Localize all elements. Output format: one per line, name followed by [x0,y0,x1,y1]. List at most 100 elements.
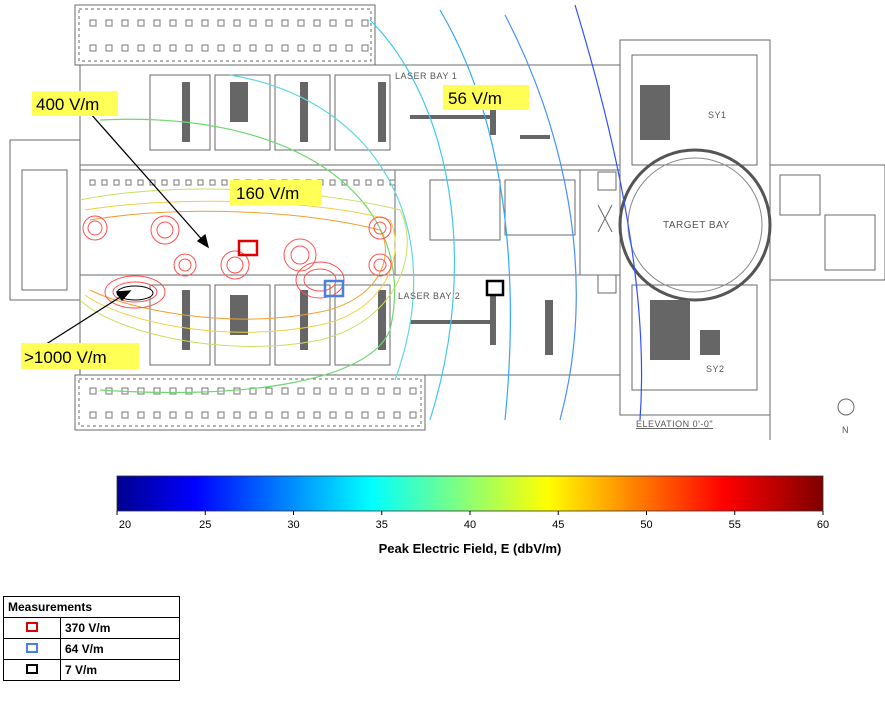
equipment-unit [249,19,257,27]
equipment-unit [153,44,161,52]
equipment-unit [153,19,161,27]
colorbar-tick-label: 50 [640,519,652,531]
equipment-unit [201,19,209,27]
equipment-unit [137,179,144,186]
colorbar-tick-label: 35 [376,519,388,531]
equipment-unit [361,387,369,395]
equipment-unit [313,411,321,419]
equipment-unit [265,44,273,52]
bottom-annex [74,374,426,431]
legend-value-blue: 64 V/m [60,638,180,660]
equipment-unit [89,387,97,395]
equipment-unit [297,19,305,27]
equipment-unit [329,179,336,186]
equipment-unit [169,19,177,27]
legend-value-red: 370 V/m [60,617,180,639]
equipment-unit [345,387,353,395]
equipment-unit [377,411,385,419]
contour-blue-2 [504,14,577,421]
measurement-marker-red [237,239,259,257]
equipment-unit [329,387,337,395]
laser-bay-2-outline [79,169,621,376]
equipment-unit [169,411,177,419]
legend-row-red: 370 V/m [3,617,180,639]
equipment-unit [169,387,177,395]
measurements-legend: Measurements 370 V/m 64 V/m 7 V/m [3,596,180,681]
equipment-unit [353,179,360,186]
equipment-unit [105,44,113,52]
equipment-unit [221,179,228,186]
elevation-label: ELEVATION 0'-0" [636,419,713,429]
equipment-unit [185,411,193,419]
north-label: N [842,425,849,435]
equipment-unit [365,179,372,186]
equipment-unit [393,411,401,419]
callout-56-text: 56 V/m [448,89,502,108]
far-field-contours [99,4,643,421]
equipment-unit [185,19,193,27]
equipment-unit [125,179,132,186]
legend-value-black: 7 V/m [60,659,180,681]
north-arrow-icon [837,398,855,416]
equipment-unit [89,179,96,186]
equipment-unit [201,44,209,52]
measurement-marker-black [485,279,505,297]
equipment-unit [137,44,145,52]
equipment-unit [89,19,97,27]
equipment-unit [173,179,180,186]
contour-green-1 [99,118,396,394]
equipment-unit [201,411,209,419]
equipment-unit [329,19,337,27]
colorbar-tick-label: 55 [729,519,741,531]
callout-1000-text: >1000 V/m [24,348,107,367]
measurement-marker-blue [323,279,345,298]
equipment-unit [281,44,289,52]
colorbar-tick-label: 40 [464,519,476,531]
contour-cyan-2 [369,19,455,421]
equipment-unit [329,44,337,52]
equipment-unit [297,387,305,395]
legend-row-blue: 64 V/m [3,638,180,660]
equipment-unit [341,179,348,186]
equipment-unit [313,44,321,52]
equipment-unit [361,19,369,27]
equipment-unit [101,179,108,186]
target-bay-label: TARGET BAY [663,220,730,231]
equipment-unit [377,179,384,186]
callouts: 400 V/m 56 V/m 160 V/m >1000 V/m [21,85,529,369]
equipment-unit [209,179,216,186]
equipment-unit [233,411,241,419]
equipment-unit [329,411,337,419]
legend-swatch-red [26,622,38,632]
colorbar-tick-label: 30 [287,519,299,531]
equipment-unit [409,387,417,395]
equipment-unit [201,387,209,395]
left-wing [9,139,81,301]
callout-56-bg [443,85,529,110]
colorbar-tick-label: 45 [552,519,564,531]
equipment-unit [153,387,161,395]
target-bay-outline [618,148,772,302]
equipment-unit [121,19,129,27]
equipment-unit [217,411,225,419]
equipment-rows [89,19,417,419]
colorbar-title: Peak Electric Field, E (dbV/m) [379,541,562,556]
colorbar-tick-label: 25 [199,519,211,531]
equipment-unit [89,44,97,52]
equipment-unit [345,411,353,419]
colorbar-tick-label: 60 [817,519,829,531]
equipment-unit [149,179,156,186]
equipment-unit [185,44,193,52]
equipment-unit [281,387,289,395]
legend-title: Measurements [3,596,180,618]
equipment-unit [233,44,241,52]
equipment-unit [197,179,204,186]
colorbar-gradient [116,475,824,512]
equipment-unit [153,411,161,419]
equipment-unit [361,44,369,52]
callout-arrows [39,112,210,349]
sy2-label: SY2 [706,364,725,374]
equipment-unit [377,387,385,395]
equipment-unit [265,19,273,27]
